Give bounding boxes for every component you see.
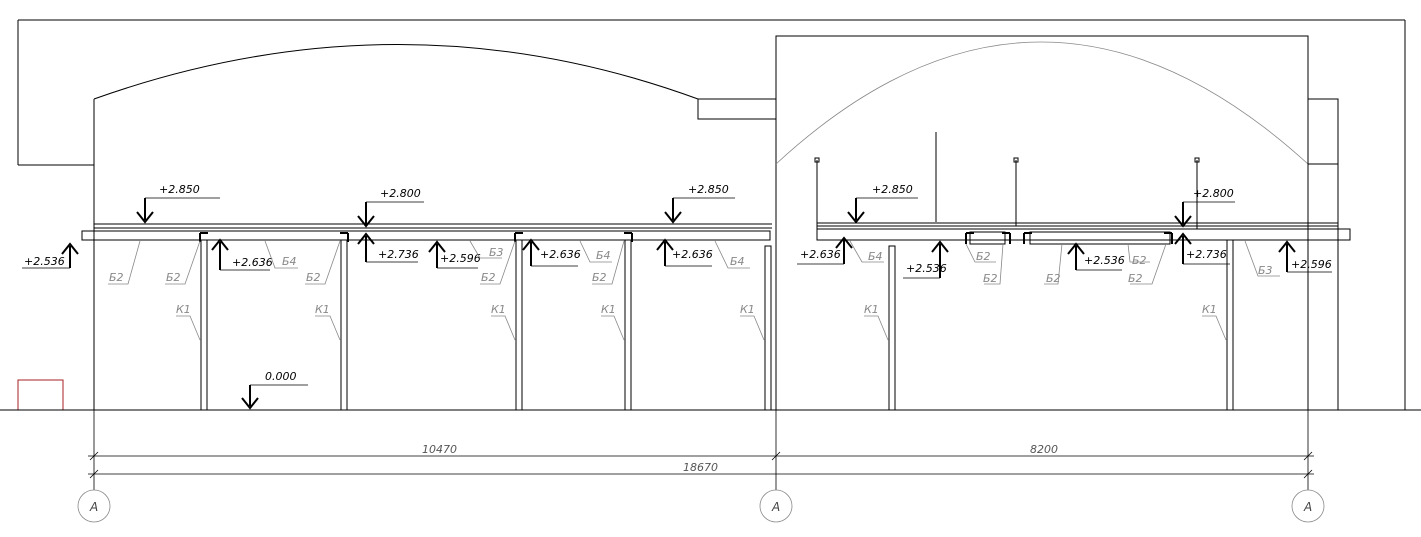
elev-2850-c: +2.850 [847, 183, 918, 224]
elevation-label: +2.536 [1084, 254, 1125, 267]
column-mark: К1 [1202, 303, 1217, 316]
beam-mark: Б4 [868, 250, 883, 263]
elev-2736-b: +2.736 [1174, 232, 1230, 265]
beam-mark: Б2 [976, 250, 991, 263]
column-mark: К1 [740, 303, 755, 316]
elevation-label: +2.736 [1186, 248, 1227, 261]
elevation-label: +2.636 [540, 248, 581, 261]
columns [200, 239, 1234, 411]
axis-label: А [771, 500, 780, 514]
grid-axes: А А А [77, 489, 1325, 523]
dimension-span-right: 8200 [1030, 443, 1058, 456]
elev-0000: 0.000 [241, 370, 308, 410]
beam-mark: Б2 [306, 271, 321, 284]
beam-marks: Б2 Б2 Б4 Б2 Б3 Б2 Б4 Б2 Б4 Б4 Б2 Б2 Б2 Б… [108, 240, 1280, 285]
hangers [814, 157, 1200, 229]
column-marks: К1 К1 К1 К1 К1 К1 К1 [176, 303, 1227, 341]
elev-2636-c: +2.636 [656, 238, 713, 267]
elev-2536-c: +2.536 [1067, 242, 1125, 271]
elev-2596-b: +2.596 [1278, 240, 1332, 273]
axis-bubble: А [759, 489, 793, 523]
elevation-label: +2.850 [688, 183, 729, 196]
elevation-label: +2.800 [380, 187, 421, 200]
elev-2636-a: +2.636 [211, 238, 273, 271]
elevation-label: +2.636 [672, 248, 713, 261]
elevation-label: 0.000 [265, 370, 297, 383]
beam-mark: Б2 [1128, 272, 1143, 285]
elev-2800-b: +2.800 [1174, 187, 1235, 228]
slabs [81, 222, 1351, 245]
elevation-label: +2.850 [159, 183, 200, 196]
column-mark: К1 [315, 303, 330, 316]
column-mark: К1 [176, 303, 191, 316]
elev-2800-a: +2.800 [357, 187, 424, 228]
elev-2636-b: +2.636 [522, 238, 581, 267]
elevation-label: +2.636 [232, 256, 273, 269]
column-mark: К1 [864, 303, 879, 316]
dimension-span-left: 10470 [422, 443, 457, 456]
elevation-label: +2.636 [800, 248, 841, 261]
beam-mark: Б3 [489, 246, 504, 259]
axis-bubble: А [77, 489, 111, 523]
elev-2536-b: +2.536 [903, 240, 949, 279]
elevation-label: +2.596 [1291, 258, 1332, 271]
elevation-label: +2.736 [378, 248, 419, 261]
beam-mark: Б2 [592, 271, 607, 284]
elev-2850-a: +2.850 [136, 183, 220, 224]
elev-2596-a: +2.596 [428, 240, 481, 269]
beam-mark: Б2 [109, 271, 124, 284]
beam-mark: Б3 [1258, 264, 1273, 277]
beam-mark: Б4 [282, 255, 297, 268]
beam-mark: Б2 [1046, 272, 1061, 285]
dimensions: 10470 8200 18670 [88, 410, 1314, 490]
axis-bubble: А [1291, 489, 1325, 523]
elevation-label: +2.850 [872, 183, 913, 196]
dimension-total: 18670 [683, 461, 718, 474]
elevation-label: +2.536 [24, 255, 65, 268]
axis-label: А [1303, 500, 1312, 514]
elevation-label: +2.596 [440, 252, 481, 265]
beam-mark: Б2 [481, 271, 496, 284]
elev-2636-d: +2.636 [797, 236, 853, 265]
beam-mark: Б4 [596, 249, 611, 262]
elevation-label: +2.536 [906, 262, 947, 275]
hatch-box [17, 379, 64, 411]
beam-mark: Б2 [166, 271, 181, 284]
elev-2536-a: +2.536 [22, 242, 79, 269]
elev-2736-a: +2.736 [357, 232, 419, 263]
beam-mark: Б2 [983, 272, 998, 285]
elev-2850-b: +2.850 [664, 183, 735, 224]
axis-label: А [89, 500, 98, 514]
beam-mark: Б2 [1132, 254, 1147, 267]
column-mark: К1 [601, 303, 616, 316]
beam-mark: Б4 [730, 255, 745, 268]
column-mark: К1 [491, 303, 506, 316]
elevation-label: +2.800 [1193, 187, 1234, 200]
column-caps [199, 232, 1173, 244]
